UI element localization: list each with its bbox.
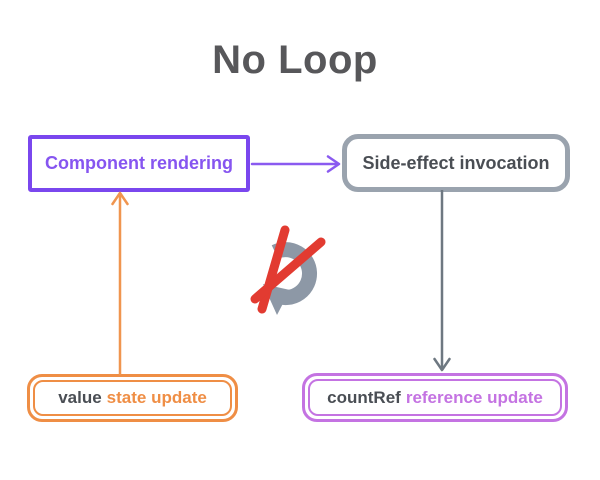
node-value-state-update: value state update	[27, 374, 238, 422]
node-side-effect-invocation-label: Side-effect invocation	[362, 152, 550, 173]
diagram-title: No Loop	[212, 38, 378, 82]
reference-update-prefix: countRef	[327, 387, 401, 407]
arrow-stateupdate-to-component-icon	[111, 191, 129, 376]
no-loop-icon	[250, 225, 326, 315]
arrow-sideeffect-to-refupdate-icon	[433, 190, 451, 372]
node-side-effect-invocation: Side-effect invocation	[342, 134, 570, 192]
node-component-rendering-label: Component rendering	[45, 153, 233, 173]
reference-update-highlight: reference update	[405, 387, 543, 407]
red-cross-icon	[250, 225, 326, 314]
state-update-highlight: state update	[106, 388, 207, 407]
state-update-prefix: value	[58, 388, 102, 407]
arrow-component-to-sideeffect-icon	[250, 155, 341, 173]
node-component-rendering: Component rendering	[28, 135, 250, 192]
node-value-state-update-inner: value state update	[33, 380, 232, 416]
node-countref-reference-update-inner: countRef reference update	[308, 379, 562, 416]
node-countref-reference-update: countRef reference update	[302, 373, 568, 422]
